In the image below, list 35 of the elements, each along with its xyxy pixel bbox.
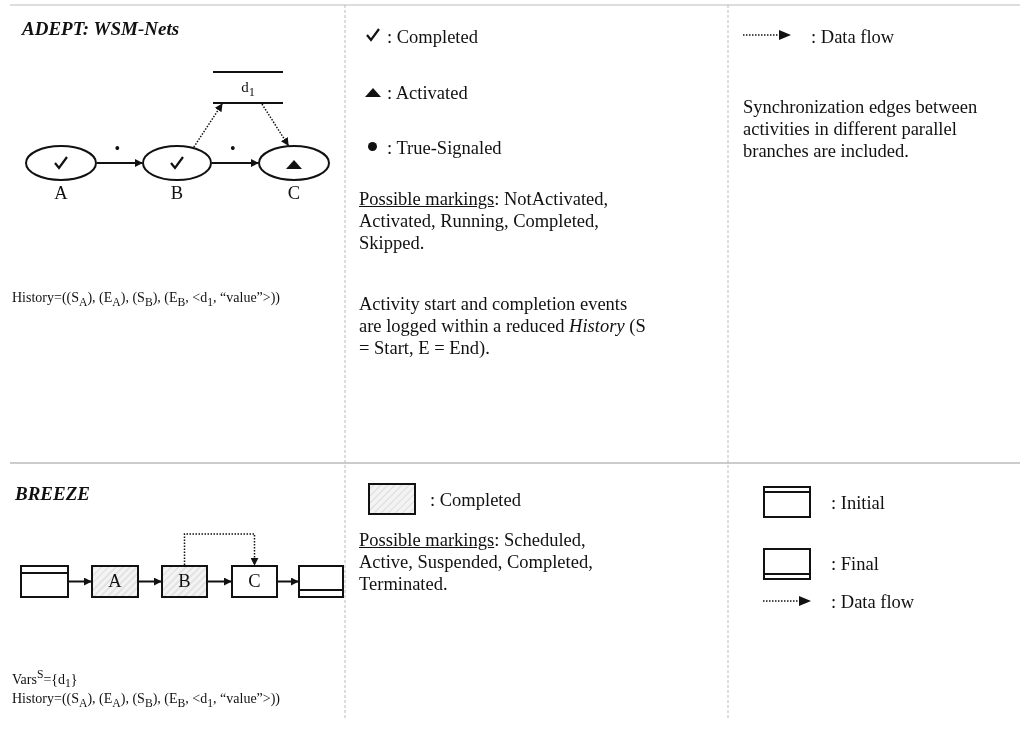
activity-box: B	[161, 565, 208, 598]
markings-text: Possible markings: NotActivated, Activated, Running, Completed, Skipped.	[359, 188, 610, 254]
node-label: A	[54, 183, 68, 203]
arrow	[277, 577, 299, 586]
legend-text: : Initial	[831, 492, 885, 514]
data-flow-arrow	[193, 103, 223, 148]
initial-box	[20, 565, 69, 598]
final-box	[298, 565, 344, 598]
node-label: B	[170, 183, 184, 203]
data-store: d$_{1}$	[213, 71, 283, 104]
arrow	[207, 577, 232, 586]
arrow	[96, 159, 143, 167]
markings-text: Possible markings: Scheduled, Active, Suspended, Completed, Terminated.	[359, 529, 594, 595]
row-heading: BREEZE	[15, 483, 90, 505]
arrow	[138, 577, 162, 586]
history-text: History=((S$_{A}$), (E$_{A}$), (S$_{B}$), (E$_{B}$, <d$_{1}$, “value”>))	[12, 289, 281, 311]
row-heading: ADEPT: WSM-Nets	[22, 18, 180, 40]
activity-box: C	[231, 565, 278, 598]
activity-box: A	[91, 565, 139, 598]
history-text: History=((S$_{A}$), (E$_{A}$), (S$_{B}$), (E$_{B}$, <d$_{1}$, “value”>))	[12, 690, 281, 712]
data-flow-arrow	[183, 533, 259, 566]
node-label: C	[287, 183, 301, 203]
legend-text: : Completed	[430, 489, 521, 511]
description-text: Activity start and completion events are logged within a reduced History (S = Start, E = End).	[359, 293, 647, 359]
legend-text: : Activated	[387, 82, 468, 104]
data-flow-arrow	[261, 103, 289, 146]
arrow	[211, 159, 259, 167]
arrow	[68, 577, 92, 586]
variables-text: Vars$^{S}$={d$_{1}$}	[12, 667, 78, 693]
legend-text: : Data flow	[831, 591, 915, 613]
legend-text: : Data flow	[811, 26, 895, 48]
legend-text: : True-Signaled	[387, 137, 502, 159]
description-text: Synchronization edges between activities in different parallel branches are included.	[743, 96, 979, 162]
legend-text: : Final	[831, 553, 879, 575]
legend-text: : Completed	[387, 26, 478, 48]
